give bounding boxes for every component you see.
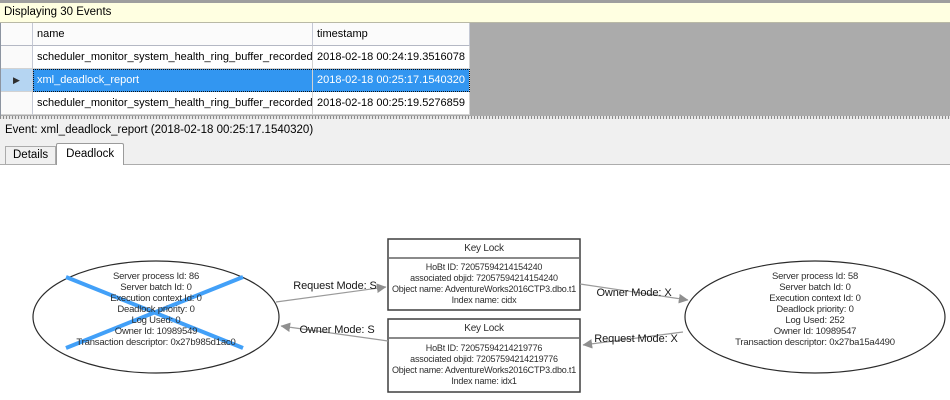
- key-lock-title: Key Lock: [464, 243, 504, 254]
- table-row[interactable]: scheduler_monitor_system_health_ring_buf…: [1, 92, 950, 115]
- node-line: Server process Id: 58: [771, 271, 859, 282]
- node-line: Server batch Id: 0: [779, 282, 851, 293]
- events-count-bar: Displaying 30 Events: [0, 0, 950, 23]
- edge-label-owner-s: Owner Mode: S: [299, 324, 375, 336]
- detail-pane-chrome: Event: xml_deadlock_report (2018-02-18 0…: [0, 119, 950, 165]
- node-line: Log Used: 0: [131, 315, 181, 326]
- pane-splitter[interactable]: [0, 116, 950, 119]
- resource-node-key-lock-bottom[interactable]: [387, 318, 581, 393]
- node-line: Transaction descriptor: 0x27ba15a4490: [735, 337, 895, 348]
- node-line: Server batch Id: 0: [120, 282, 192, 293]
- node-line: HoBt ID: 72057594214219776: [425, 343, 543, 353]
- edge-label-owner-x: Owner Mode: X: [596, 287, 672, 299]
- node-line: Log Used: 252: [785, 315, 845, 326]
- node-line: HoBt ID: 72057594214154240: [425, 262, 543, 272]
- tab-deadlock[interactable]: Deadlock: [56, 143, 125, 165]
- node-line: associated objid: 72057594214154240: [410, 273, 558, 283]
- process-node[interactable]: [684, 260, 946, 374]
- node-line: Index name: cidx: [451, 295, 517, 305]
- edge-label-request-x: Request Mode: X: [594, 333, 678, 345]
- current-row-arrow-icon: ▶: [13, 74, 20, 85]
- deadlock-edges: [275, 283, 689, 349]
- events-count-text: Displaying 30 Events: [4, 6, 112, 18]
- table-row-selected[interactable]: ▶ xml_deadlock_report 2018-02-18 00:25:1…: [1, 69, 950, 92]
- events-grid: name timestamp scheduler_monitor_system_…: [0, 23, 950, 116]
- key-lock-text: HoBt ID: 72057594214219776 associated ob…: [388, 343, 580, 387]
- node-line: Owner Id: 10989547: [773, 326, 857, 337]
- node-line: Server process Id: 86: [112, 271, 200, 282]
- tab-details[interactable]: Details: [5, 146, 57, 164]
- edge-owner-x: [579, 283, 689, 304]
- row-selector-cell[interactable]: ▶: [1, 69, 33, 92]
- grid-header-row: name timestamp: [1, 23, 950, 46]
- row-selector-cell[interactable]: [1, 92, 33, 115]
- detail-tabstrip: Details Deadlock: [0, 141, 950, 165]
- edge-owner-s: [280, 322, 389, 342]
- column-header-timestamp[interactable]: timestamp: [313, 23, 470, 46]
- victim-x-icon: [65, 275, 244, 350]
- table-row[interactable]: scheduler_monitor_system_health_ring_buf…: [1, 46, 950, 69]
- edge-request-s: [275, 283, 387, 303]
- edge-label-request-s: Request Mode: S: [293, 280, 377, 292]
- event-timestamp-cell[interactable]: 2018-02-18 00:25:17.1540320: [313, 69, 470, 92]
- event-timestamp-cell[interactable]: 2018-02-18 00:25:19.5276859: [313, 92, 470, 115]
- event-name-cell[interactable]: xml_deadlock_report: [33, 69, 313, 92]
- node-line: Deadlock priority: 0: [776, 304, 854, 315]
- node-line: Index name: idx1: [451, 376, 517, 386]
- node-line: Object name: AdventureWorks2016CTP3.dbo.…: [391, 284, 577, 294]
- key-lock-title: Key Lock: [464, 323, 504, 334]
- process-node-text: Server process Id: 58 Server batch Id: 0…: [693, 271, 937, 348]
- resource-node-key-lock-top[interactable]: [387, 238, 581, 311]
- row-selector-header[interactable]: [1, 23, 33, 46]
- event-timestamp-cell[interactable]: 2018-02-18 00:24:19.3516078: [313, 46, 470, 69]
- node-line: associated objid: 72057594214219776: [410, 354, 558, 364]
- edge-request-x: [582, 331, 684, 349]
- node-line: Execution context Id: 0: [110, 293, 202, 304]
- node-line: Execution context Id: 0: [769, 293, 861, 304]
- key-lock-text: HoBt ID: 72057594214154240 associated ob…: [388, 262, 580, 306]
- selected-event-label: Event: xml_deadlock_report (2018-02-18 0…: [5, 124, 314, 136]
- node-line: Object name: AdventureWorks2016CTP3.dbo.…: [391, 365, 577, 375]
- process-node-victim-text: Server process Id: 86 Server batch Id: 0…: [34, 271, 278, 348]
- column-header-name[interactable]: name: [33, 23, 313, 46]
- event-name-cell[interactable]: scheduler_monitor_system_health_ring_buf…: [33, 92, 313, 115]
- process-node-victim[interactable]: [32, 260, 280, 374]
- node-line: Transaction descriptor: 0x27b985d1ac0: [76, 337, 236, 348]
- node-line: Owner Id: 10989549: [114, 326, 198, 337]
- node-line: Deadlock priority: 0: [117, 304, 195, 315]
- event-name-cell[interactable]: scheduler_monitor_system_health_ring_buf…: [33, 46, 313, 69]
- row-selector-cell[interactable]: [1, 46, 33, 69]
